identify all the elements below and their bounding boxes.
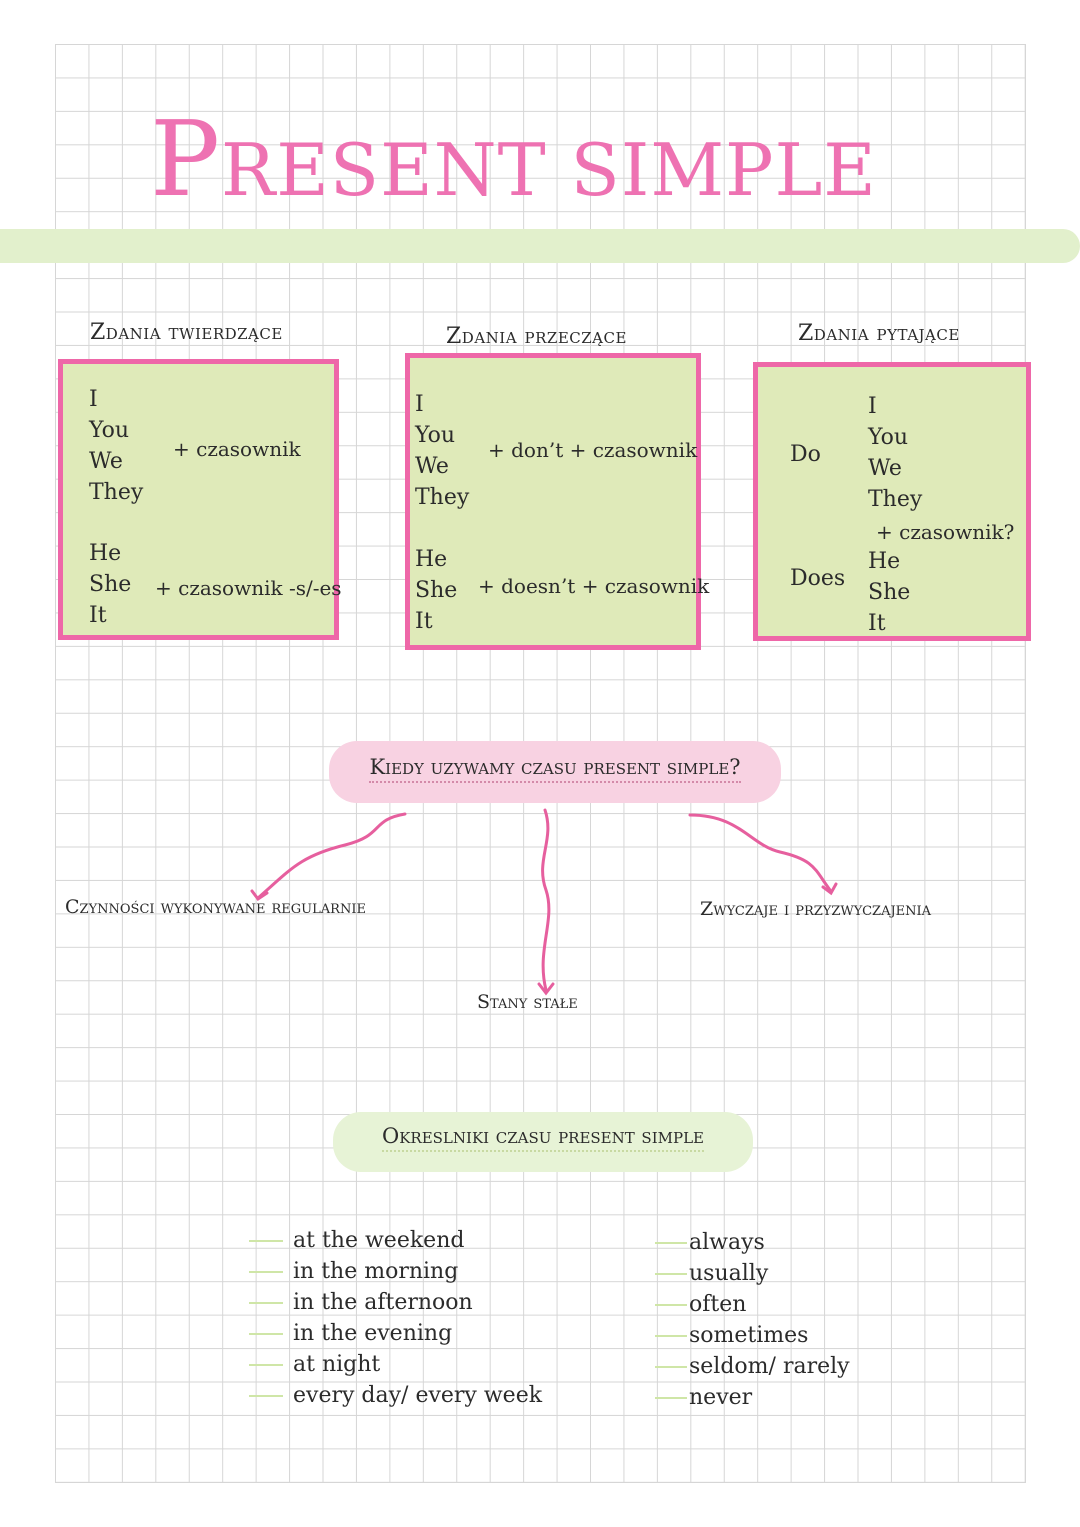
affirmative-box: I You We They + czasownik He She It + cz… xyxy=(58,359,342,640)
list-item: in the morning xyxy=(249,1256,542,1287)
markers-title: Okreslniki czasu present simple xyxy=(381,1124,704,1152)
question-aux-does: Does xyxy=(790,566,846,591)
list-item: in the afternoon xyxy=(249,1287,542,1318)
negative-rule-1: + don’t + czasownik xyxy=(488,438,698,462)
question-pronoun-it: It xyxy=(868,611,886,636)
page-title-rest: RESENT SIMPLE xyxy=(220,128,877,212)
time-markers-list: at the weekend in the morning in the aft… xyxy=(249,1225,542,1411)
negative-pronoun-they: They xyxy=(415,485,470,510)
question-box: Do Does I You We They + czasownik? He Sh… xyxy=(753,362,1031,641)
question-pronoun-they: They xyxy=(868,487,923,512)
negative-pronoun-you: You xyxy=(415,423,456,448)
list-item: every day/ every week xyxy=(249,1380,542,1411)
negative-rule-2: + doesn’t + czasownik xyxy=(478,574,710,598)
question-aux-do: Do xyxy=(790,442,821,467)
page-title: PRESENT SIMPLE xyxy=(150,98,877,220)
question-pronoun-he: He xyxy=(868,549,901,574)
usage-permanent-states: Stany stałe xyxy=(477,991,578,1013)
question-label: Zdania pytające xyxy=(798,321,960,346)
list-item: seldom/ rarely xyxy=(655,1351,850,1382)
negative-box: I You We They + don’t + czasownik He She… xyxy=(405,353,709,650)
list-item: in the evening xyxy=(249,1318,542,1349)
affirmative-pronoun-she: She xyxy=(89,572,132,597)
affirmative-pronoun-we: We xyxy=(89,449,123,474)
negative-pronoun-it: It xyxy=(415,609,433,634)
question-pronoun-i: I xyxy=(868,394,877,419)
usage-habits: Zwyczaje i przyzwyczajenia xyxy=(700,898,932,920)
affirmative-rule-1: + czasownik xyxy=(173,437,301,461)
affirmative-label: Zdania twierdzące xyxy=(90,320,283,345)
usage-question-pill: Kiedy uzywamy czasu present simple? xyxy=(329,741,781,803)
question-pronoun-we: We xyxy=(868,456,902,481)
list-item: never xyxy=(655,1382,850,1413)
question-pronoun-you: You xyxy=(868,425,909,450)
negative-label: Zdania przeczące xyxy=(446,324,627,349)
frequency-adverbs-list: always usually often sometimes seldom/ r… xyxy=(655,1227,850,1413)
question-pronoun-she: She xyxy=(868,580,911,605)
negative-pronoun-he: He xyxy=(415,547,448,572)
affirmative-rule-2: + czasownik -s/-es xyxy=(155,576,342,600)
affirmative-pronoun-i: I xyxy=(89,387,98,412)
list-item: sometimes xyxy=(655,1320,850,1351)
question-rule: + czasownik? xyxy=(876,520,1015,544)
list-item: at night xyxy=(249,1349,542,1380)
affirmative-pronoun-he: He xyxy=(89,541,122,566)
list-item: always xyxy=(655,1227,850,1258)
negative-pronoun-i: I xyxy=(415,392,424,417)
affirmative-pronoun-it: It xyxy=(89,603,107,628)
negative-pronoun-we: We xyxy=(415,454,449,479)
title-highlight-band xyxy=(0,229,1080,263)
list-item: at the weekend xyxy=(249,1225,542,1256)
list-item: often xyxy=(655,1289,850,1320)
page-title-initial: P xyxy=(150,98,221,220)
usage-regular-actions: Czynności wykonywane regularnie xyxy=(65,896,366,918)
negative-pronoun-she: She xyxy=(415,578,458,603)
markers-title-pill: Okreslniki czasu present simple xyxy=(333,1112,753,1172)
usage-question: Kiedy uzywamy czasu present simple? xyxy=(369,755,741,783)
list-item: usually xyxy=(655,1258,850,1289)
affirmative-pronoun-they: They xyxy=(89,480,144,505)
affirmative-pronoun-you: You xyxy=(89,418,130,443)
